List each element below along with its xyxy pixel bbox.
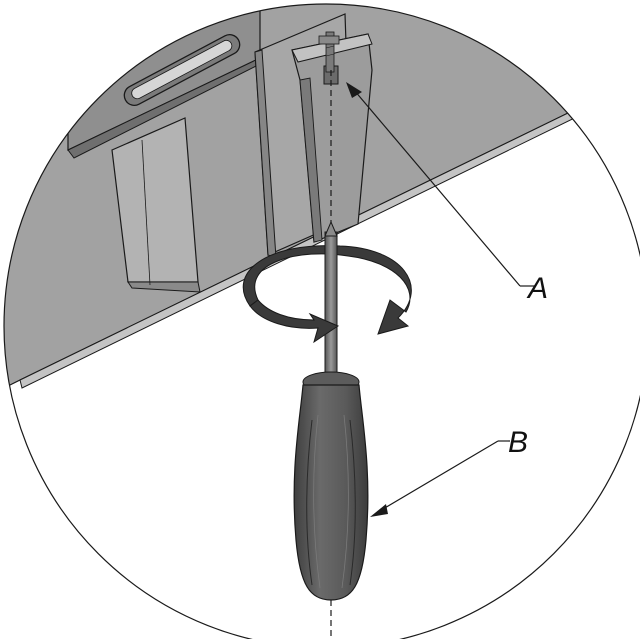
leader-line-b [377,440,499,513]
callout-label-b: B [508,426,528,459]
screwdriver-handle [293,371,369,601]
callout-label-a: A [526,272,548,305]
rotation-arrow-back [242,245,412,335]
screwdriver-shaft [324,231,338,383]
leader-line-a [353,89,521,287]
detail-circle [3,3,640,639]
rotation-arrow-front [249,299,340,344]
